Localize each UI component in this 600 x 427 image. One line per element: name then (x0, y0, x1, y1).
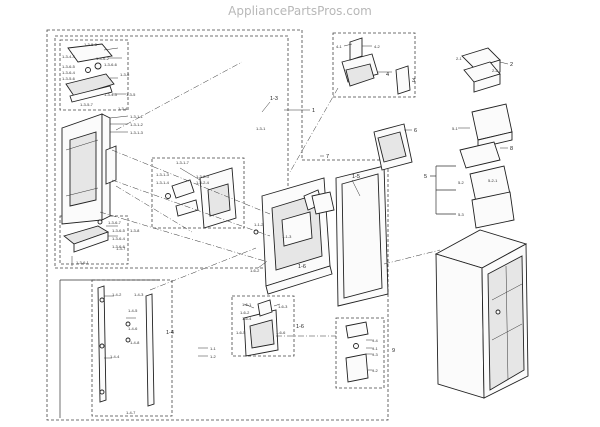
callout-bottom-3: 1-3-6-4 (112, 236, 126, 241)
part-9-assembly: 9-4 9-1 9-3 9-2 9 (345, 321, 395, 383)
part-6-bucket: 6 (373, 123, 417, 171)
callout-1-3-1-3b: 1-3-1-3 (156, 172, 170, 177)
callout-1-3-6: 1-3-6 (120, 72, 130, 77)
callout-1-3-1-7: 1-3-1-7 (176, 160, 190, 165)
callout-bottom-2: 1-3-6-5 (112, 228, 126, 233)
callout-1-3-6-6: 1-3-6-6 (104, 62, 118, 67)
callout-1-3-1-1: 1-3-1-1 (130, 114, 144, 119)
callout-9-2: 9-2 (372, 368, 379, 373)
callout-1-1-2: 1-1-2 (254, 222, 264, 227)
callout-4-2: 4-2 (374, 44, 381, 49)
lower-dispenser-parts: 1-3-6-7 1-3-6-5 1-3-6-4 1-3-6-6 1-3-6-1 … (63, 219, 140, 266)
ice-maker-parts: 4-1 4-2 4 3 (336, 37, 415, 95)
part-5-bins: 5-1 8 5 5-2 5-2-1 5-3 (424, 103, 515, 229)
door-gasket: 1-5 (335, 165, 389, 307)
dispenser-cover-part (67, 43, 113, 63)
callout-1-3-1-2: 1-3-1-2 (130, 122, 144, 127)
refrigerator-cabinet (434, 229, 529, 399)
callout-1-3-6-4: 1-3-6-4 (62, 70, 76, 75)
handle-parts: 1-6-1 1-6-2 1-6-3 1-6-4 1-6-5 1-6-6 1-6 (236, 299, 304, 357)
callout-1-4: 1-4 (166, 330, 174, 336)
callout-1-6-3: 1-6-3 (278, 304, 288, 309)
callout-1-1-3: 1-1-3 (282, 234, 292, 239)
callout-1-4-4: 1-4-4 (110, 354, 120, 359)
upper-dispenser-parts: 1-3-5-3 1-3-4-4 1-3-6-2 1-3-6-6 1-3-6-5 … (62, 42, 136, 111)
callout-4: 4 (386, 72, 389, 78)
callout-1-3-4-4: 1-3-4-4 (62, 54, 76, 59)
callout-1-5: 1-5 (352, 174, 360, 180)
callout-1-4-7: 1-4-7 (126, 410, 136, 415)
callout-1-6-6: 1-6-6 (276, 330, 286, 335)
callout-1-4-3: 1-4-3 (134, 292, 144, 297)
dispenser-lever-part (65, 73, 115, 97)
callout-1-3-8: 1-3-8 (130, 228, 140, 233)
callout-1-3-5-7: 1-3-5-7 (80, 102, 94, 107)
callout-5-2-1: 5-2-1 (488, 178, 498, 183)
freezer-door: 1-6-2 1-1-2 (250, 177, 335, 295)
callout-6: 6 (414, 128, 417, 134)
callout-1-4-5: 1-4-5 (128, 308, 138, 313)
callout-1: 1 (312, 108, 315, 114)
callout-1-4-2: 1-4-2 (112, 292, 122, 297)
callout-9-3: 9-3 (372, 352, 379, 357)
callout-5: 5 (424, 174, 427, 180)
callout-1-3-4-3: 1-3-4-3 (104, 92, 118, 97)
callout-1-1: 1-1 (210, 346, 217, 351)
callout-1-3-4: 1-3-4 (118, 106, 128, 111)
callout-5-3: 5-3 (458, 212, 465, 217)
callout-1-3-1-4: 1-3-1-4 (156, 180, 170, 185)
callout-1-6-door: 1-6 (298, 264, 306, 270)
callout-1-3-2-3: 1-3-2-3 (196, 174, 210, 179)
callout-bottom-5: 1-3-6-1 (76, 260, 90, 265)
watermark: AppliancePartsPros.com (228, 4, 372, 18)
callout-9-4: 9-4 (372, 338, 379, 343)
callout-1-4-6: 1-4-6 (128, 326, 138, 331)
callout-4-1: 4-1 (336, 44, 343, 49)
callout-1-6-2: 1-6-2 (240, 310, 250, 315)
callout-1-3-5-6: 1-3-5-6 (62, 76, 76, 81)
callout-3: 3 (412, 78, 415, 84)
callout-bottom-1: 1-3-6-7 (108, 220, 122, 225)
callout-1-3-6-5: 1-3-6-5 (62, 64, 76, 69)
part-2-bin: 2 2-1 2-2 (456, 47, 513, 93)
callout-8: 8 (510, 146, 513, 152)
callout-1-3-1: 1-3-1 (256, 126, 266, 131)
callout-2: 2 (510, 62, 513, 68)
callout-1-6-5: 1-6-5 (236, 330, 246, 335)
callout-7: 7 (326, 154, 329, 160)
callout-1-6-1: 1-6-1 (242, 302, 252, 307)
callout-1-4-8: 1-4-8 (130, 340, 140, 345)
callout-bottom-4: 1-3-6-6 (112, 244, 126, 249)
rail-callouts: 1-1 1-2 (198, 346, 217, 359)
callout-1-3-7: 1-3-7 (116, 246, 126, 251)
callout-1-6-2-door: 1-6-2 (250, 268, 260, 273)
hinge-parts: 1-4-2 1-4-3 1-4-4 1-4-5 1-4-6 1-4-7 1-4-… (97, 285, 174, 415)
callout-2-2: 2-2 (492, 68, 499, 73)
dispenser-housing: 1-3-1-1 1-3-1-2 1-3-1-3 (61, 113, 144, 225)
callout-1-3-2-4: 1-3-2-4 (196, 180, 210, 185)
callout-5-2: 5-2 (458, 180, 465, 185)
callout-1-6: 1-6 (296, 324, 304, 330)
callout-2-1: 2-1 (456, 56, 463, 61)
callout-1-2: 1-2 (210, 354, 217, 359)
callout-1-3-1-3: 1-3-1-3 (130, 130, 144, 135)
callout-1-3-5-3: 1-3-5-3 (84, 42, 98, 47)
dispenser-cover-parts: 1-3-1-7 1-3-1-3 1-3-1-4 1-3-2-3 1-3-2-4 (156, 160, 237, 229)
assembly-callouts: 1-3 1-3-1 1-3-7 1 1-6 1-1-3 (116, 96, 315, 270)
callout-1-6-4: 1-6-4 (242, 316, 252, 321)
callout-9-1: 9-1 (372, 346, 379, 351)
callout-9: 9 (392, 348, 395, 354)
callout-1-3: 1-3 (270, 96, 278, 102)
callout-1-3-6-2: 1-3-6-2 (96, 56, 110, 61)
callout-5-1: 5-1 (452, 126, 459, 131)
leader-lines (59, 61, 441, 418)
callout-1-3-5: 1-3-5 (126, 92, 136, 97)
